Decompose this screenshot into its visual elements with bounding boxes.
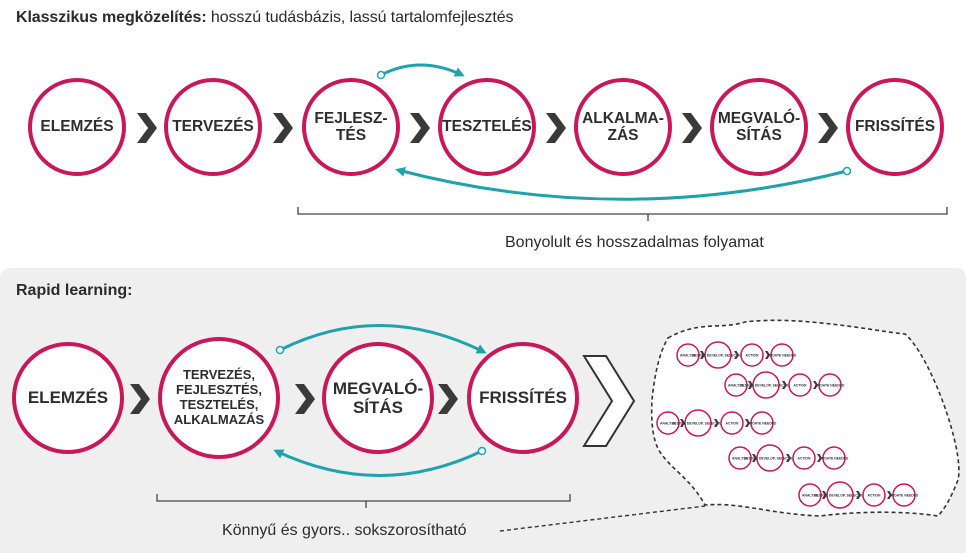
classic-caption: Bonyolult és hosszadalmas folyamat <box>505 234 764 251</box>
chevron-right-icon <box>295 384 315 414</box>
classic-step-teszteles: TESZTELÉS <box>438 78 536 176</box>
classic-step-fejlesztes: FEJLESZ- TÉS <box>302 78 400 176</box>
chevron-right-icon <box>137 113 157 143</box>
classic-step-elemzes: ELEMZÉS <box>28 78 126 176</box>
chevron-right-icon <box>818 113 838 143</box>
classic-title-bold: Klasszikus megközelítés: <box>16 9 207 26</box>
chevron-right-icon <box>682 113 702 143</box>
classic-bracket <box>297 207 948 221</box>
chevron-right-icon <box>438 384 458 414</box>
rapid-step-megvalositas: MEGVALÓ- SÍTÁS <box>322 342 434 454</box>
chevron-right-icon <box>130 384 150 414</box>
classic-step-tervezes: TERVEZÉS <box>164 78 262 176</box>
rapid-title: Rapid learning: <box>16 282 133 299</box>
chevron-right-icon <box>273 113 293 143</box>
rapid-step-frissites: FRISSÍTÉS <box>467 342 579 454</box>
rapid-step-tervezes-fejlesztes: TERVEZÉS, FEJLESZTÉS, TESZTELÉS, ALKALMA… <box>158 337 280 459</box>
chevron-right-icon <box>410 113 430 143</box>
classic-forward-arrow <box>376 63 465 80</box>
rapid-step-elemzes: ELEMZÉS <box>12 342 124 454</box>
classic-step-alkalmazas: ALKALMA- ZÁS <box>574 78 672 176</box>
classic-title-rest: hosszú tudásbázis, lassú tartalomfejlesz… <box>206 9 514 26</box>
classic-step-frissites: FRISSÍTÉS <box>846 78 944 176</box>
chevron-right-icon <box>546 113 566 143</box>
classic-step-megvalositas: MEGVALÓ- SÍTÁS <box>710 78 808 176</box>
rapid-caption: Könnyű és gyors.. sokszorosítható <box>222 522 467 539</box>
classic-title: Klasszikus megközelítés: hosszú tudásbáz… <box>16 9 514 27</box>
